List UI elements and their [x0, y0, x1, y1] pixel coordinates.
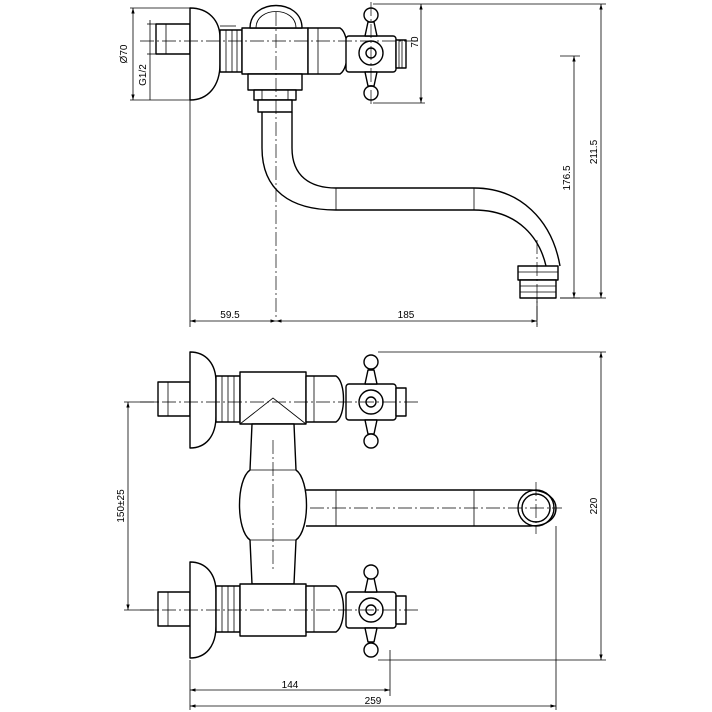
dim-total-height: 211.5: [589, 139, 600, 164]
dim-diameter-70: Ø70: [119, 44, 130, 63]
top-view: 150±25 220 144 259: [116, 351, 606, 710]
dim-total-width: 259: [365, 696, 382, 707]
top-connector-upper: [157, 381, 191, 417]
side-spout-outer: [261, 112, 547, 267]
side-body: [241, 27, 309, 75]
top-connector-lower: [157, 591, 191, 627]
side-handle-end: [395, 39, 407, 69]
dim-spout-height: 176.5: [562, 165, 573, 190]
top-bonnet-upper: [305, 375, 345, 423]
top-bonnet-lower: [305, 585, 345, 633]
dim-center-distance: 150±25: [116, 489, 127, 523]
top-escutcheon-upper: [189, 351, 217, 449]
dim-total-depth: 220: [589, 497, 600, 514]
side-aerator: [517, 265, 559, 281]
side-view: Ø70 G1/2 70 176.5 211.5 59.5 185: [119, 2, 606, 327]
side-spout-inner: [291, 112, 561, 267]
dim-handle-distance: 144: [282, 680, 299, 691]
side-nut: [219, 29, 243, 73]
side-escutcheon: [189, 7, 221, 101]
dim-wall-offset: 59.5: [220, 310, 240, 321]
side-spout-collar: [247, 73, 303, 91]
dim-thread: G1/2: [138, 64, 149, 86]
dim-spout-reach: 185: [398, 310, 415, 321]
side-bonnet: [307, 27, 349, 75]
side-wall-connector: [155, 23, 191, 55]
dim-height-70: 70: [410, 36, 421, 48]
